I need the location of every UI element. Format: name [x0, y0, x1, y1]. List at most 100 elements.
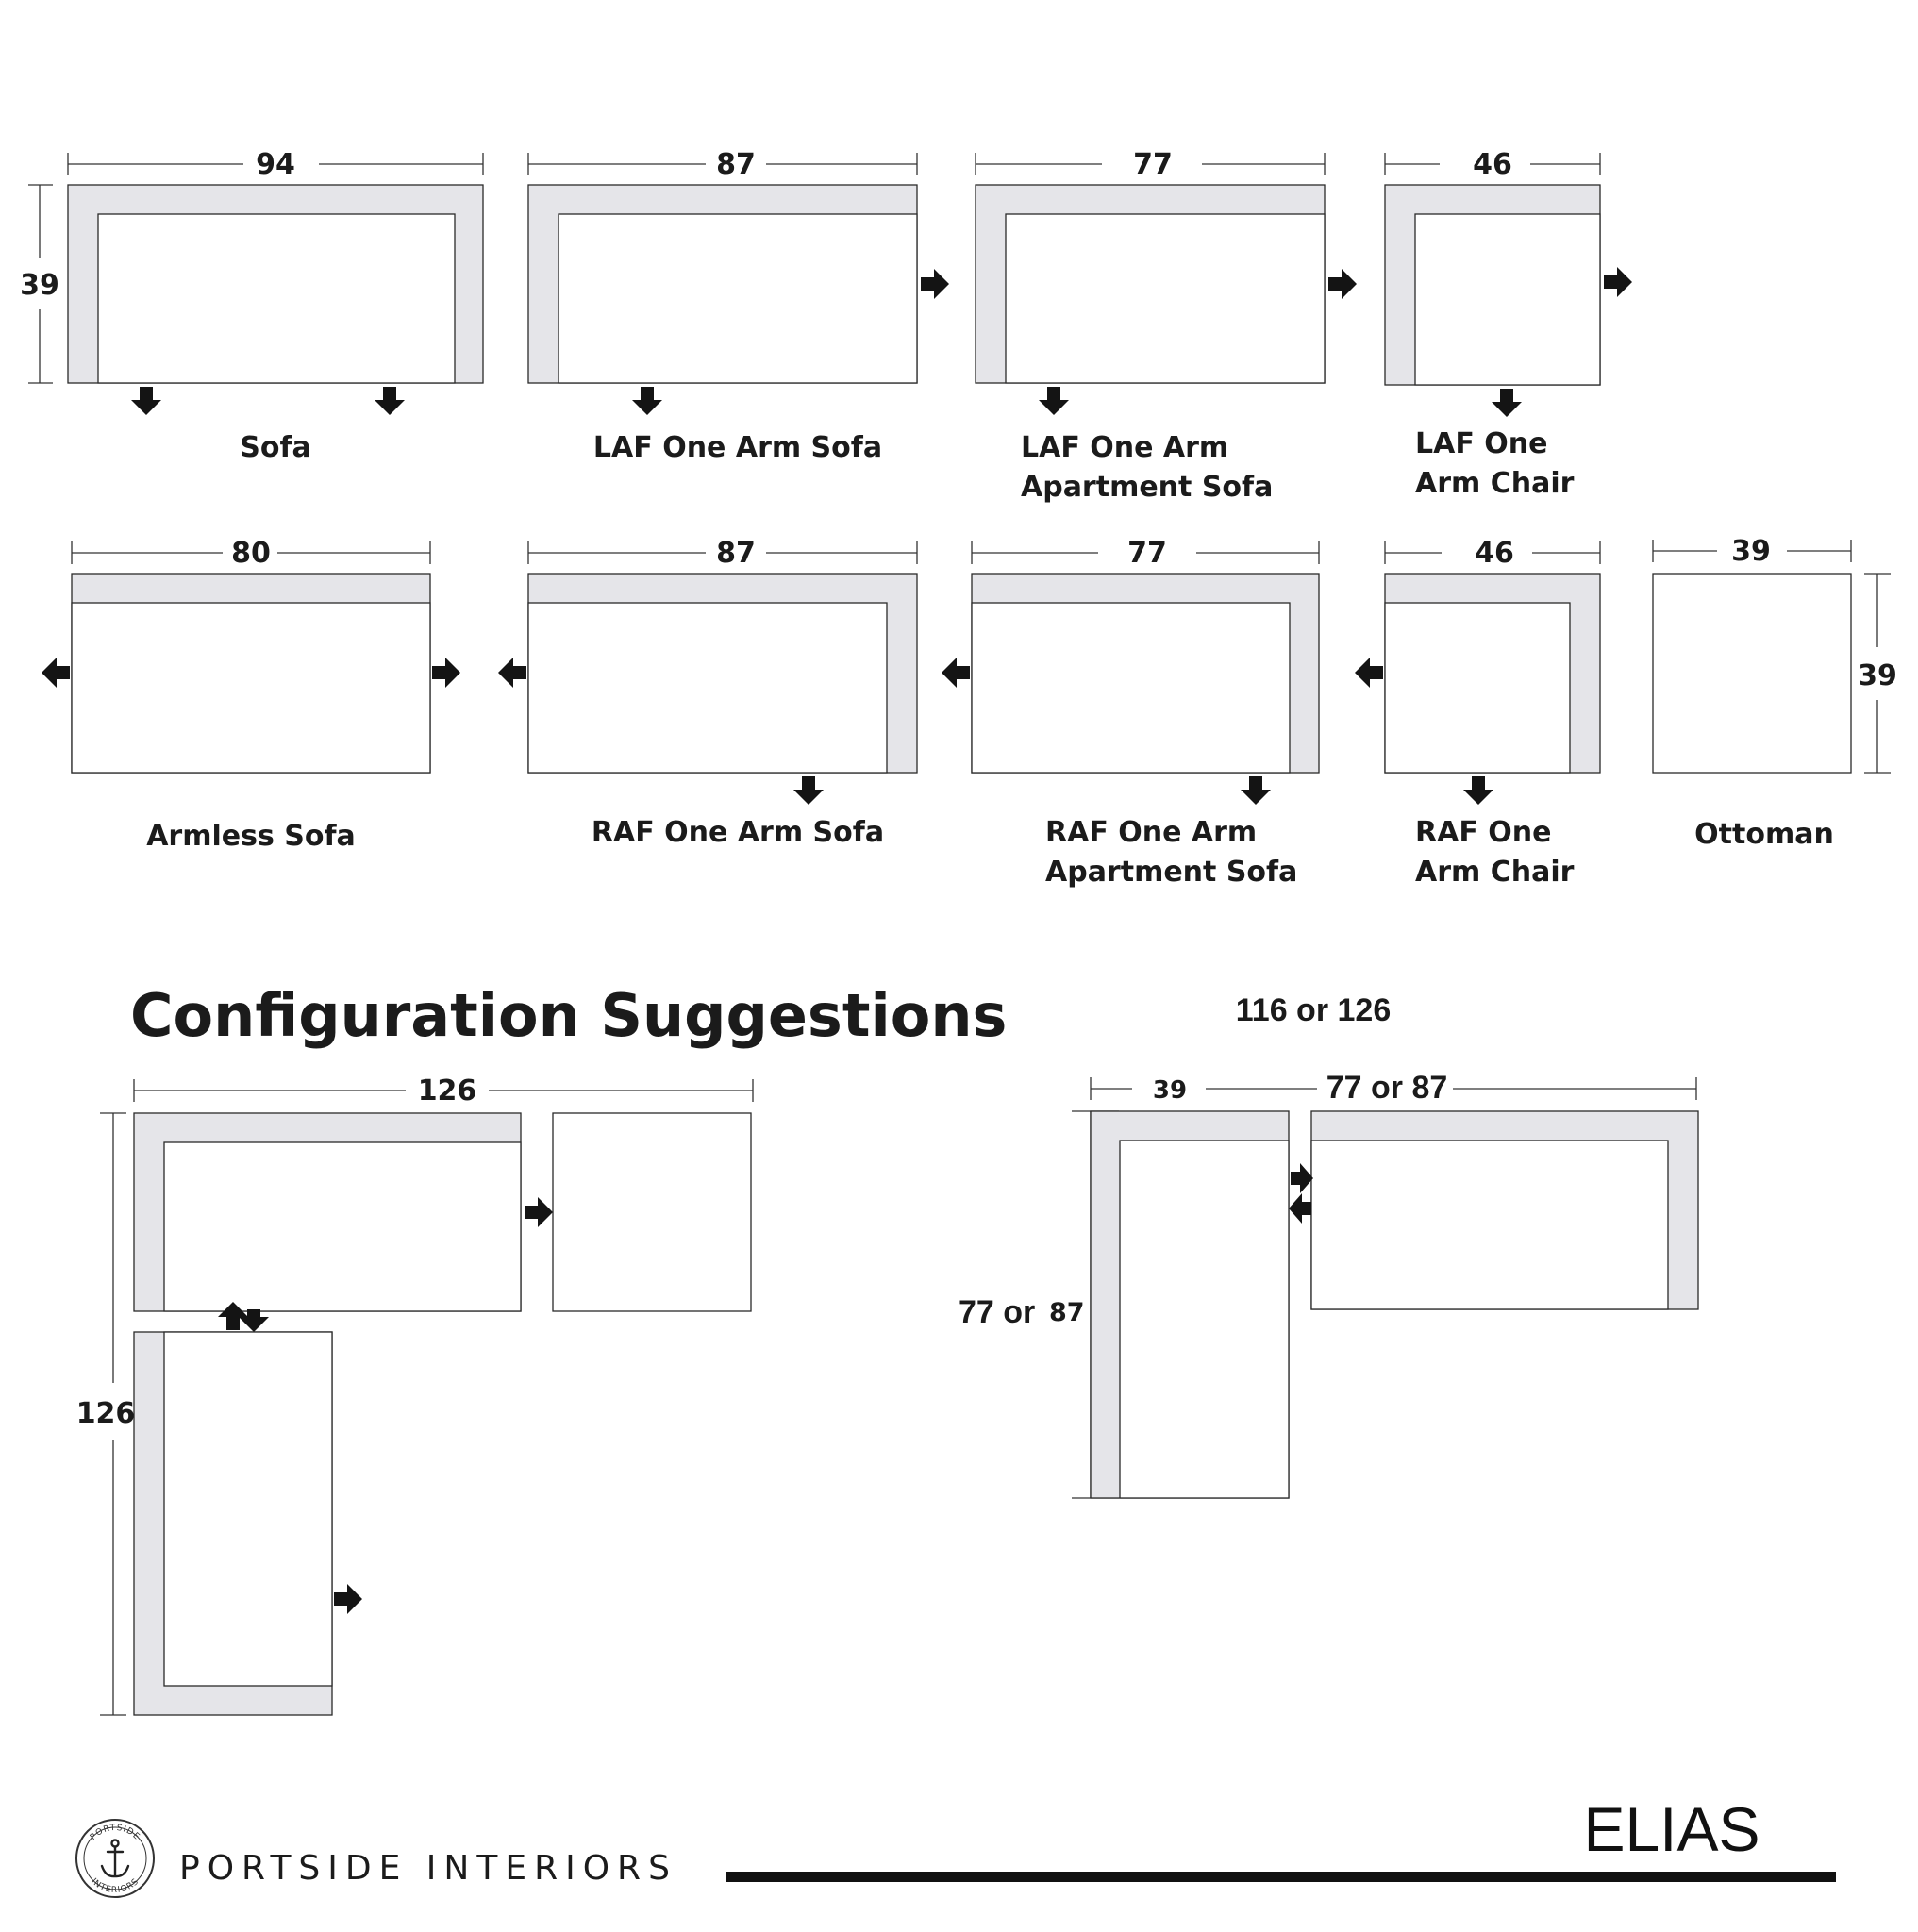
sofa-seat — [558, 213, 918, 384]
width-value: 46 — [1473, 148, 1512, 181]
piece-laf-one-arm-apartment-sofa: 77 LAF One Arm Apartment Sofa — [975, 148, 1357, 504]
brand-name: PORTSIDE INTERIORS — [179, 1849, 677, 1888]
piece-label: Arm Chair — [1415, 467, 1575, 500]
width-dimension: 80 — [71, 537, 431, 570]
sofa-seat — [1005, 213, 1326, 384]
depth-dimension: 126 — [76, 1112, 136, 1716]
chaise-width-value: 39 — [1153, 1076, 1187, 1105]
width-dimension: 94 — [67, 148, 484, 181]
ottoman-box — [1652, 573, 1852, 774]
width-value: 77 — [1127, 537, 1167, 570]
width-dimension: 46 — [1384, 148, 1601, 181]
footer-rule — [726, 1872, 1836, 1882]
width-value: 126 — [418, 1074, 477, 1108]
piece-label: Apartment Sofa — [1045, 856, 1297, 889]
left-arrow-icon — [942, 658, 970, 688]
width-value: 87 — [716, 537, 756, 570]
piece-sofa: 94 39 Sofa — [20, 148, 484, 464]
chaise-seat — [163, 1331, 333, 1687]
width-value: 94 — [256, 148, 295, 181]
brand-logo: PORTSIDE INTERIORS — [75, 1819, 155, 1898]
right-arrow-icon — [1604, 267, 1632, 297]
left-arrow-icon — [1289, 1193, 1311, 1224]
depth-dimension: 39 — [20, 184, 59, 384]
piece-label: Arm Chair — [1415, 856, 1575, 889]
down-arrow-icon — [131, 387, 161, 415]
down-arrow-icon — [239, 1309, 269, 1332]
piece-label: RAF One Arm — [1045, 816, 1257, 849]
piece-label: LAF One Arm Sofa — [593, 431, 882, 464]
down-arrow-icon — [793, 776, 824, 805]
depth-prefix: 77 or — [959, 1294, 1035, 1330]
down-arrow-icon — [1039, 387, 1069, 415]
piece-label: Armless Sofa — [146, 820, 356, 853]
piece-armless-sofa: 80 Armless Sofa — [42, 537, 460, 853]
width-value: 80 — [231, 537, 271, 570]
piece-label: LAF One Arm — [1021, 431, 1228, 464]
configuration-right: 116 or 126 39 77 or 87 77 or 87 — [959, 992, 1699, 1499]
right-arrow-icon — [921, 269, 949, 299]
laf-sofa-seat — [163, 1141, 522, 1312]
width-dimension: 77 — [975, 148, 1326, 181]
width-value: 46 — [1475, 537, 1514, 570]
width-value: 87 — [716, 148, 756, 181]
piece-label: RAF One — [1415, 816, 1551, 849]
sofa-seat — [97, 213, 456, 384]
piece-ottoman: 39 39 Ottoman — [1652, 535, 1897, 851]
chair-seat — [1384, 602, 1571, 774]
sofa-width-value: 77 or 87 — [1326, 1070, 1448, 1106]
depth-value: 126 — [76, 1397, 136, 1430]
right-arrow-icon — [525, 1197, 553, 1227]
right-arrow-icon — [1291, 1163, 1313, 1193]
right-arrow-icon — [432, 658, 460, 688]
down-arrow-icon — [1463, 776, 1493, 805]
down-arrow-icon — [375, 387, 405, 415]
piece-label: LAF One — [1415, 427, 1547, 460]
width-dimension: 87 — [527, 537, 918, 570]
piece-raf-one-arm-chair: 46 RAF One Arm Chair — [1355, 537, 1601, 889]
piece-label: RAF One Arm Sofa — [592, 816, 884, 849]
sofa-seat — [71, 602, 431, 774]
section-heading: Configuration Suggestions — [130, 981, 1007, 1050]
width-dimension: 126 — [133, 1074, 754, 1108]
raf-sofa-seat — [1310, 1140, 1669, 1310]
width-value: 39 — [1731, 535, 1771, 568]
depth-dimension: 39 — [1858, 573, 1897, 774]
sofa-seat — [527, 602, 888, 774]
anchor-icon — [100, 1839, 130, 1878]
chair-seat — [1414, 213, 1601, 386]
overall-width-label: 116 or 126 — [1236, 992, 1391, 1028]
depth-value: 39 — [1858, 659, 1897, 692]
left-arrow-icon — [498, 658, 526, 688]
piece-label: Sofa — [240, 431, 311, 464]
piece-raf-one-arm-apartment-sofa: 77 RAF One Arm Apartment Sofa — [942, 537, 1320, 889]
width-dimension: 77 — [971, 537, 1320, 570]
ottoman-block — [552, 1112, 752, 1312]
right-arrow-icon — [334, 1584, 362, 1614]
piece-raf-one-arm-sofa: 87 RAF One Arm Sofa — [498, 537, 918, 849]
piece-label: Ottoman — [1694, 818, 1834, 851]
left-arrow-icon — [42, 658, 70, 688]
down-arrow-icon — [632, 387, 662, 415]
sofa-width-dimension: 77 or 87 — [1326, 1070, 1697, 1106]
chaise-width-dimension: 39 — [1090, 1076, 1317, 1105]
piece-laf-one-arm-sofa: 87 LAF One Arm Sofa — [527, 148, 949, 464]
model-name: ELIAS — [1583, 1794, 1760, 1864]
depth-value: 87 — [1049, 1298, 1085, 1327]
depth-value: 39 — [20, 269, 59, 302]
down-arrow-icon — [1492, 389, 1522, 417]
width-dimension: 87 — [527, 148, 918, 181]
configuration-left: 126 126 — [76, 1074, 754, 1716]
sofa-seat — [971, 602, 1291, 774]
piece-laf-one-arm-chair: 46 LAF One Arm Chair — [1384, 148, 1632, 500]
width-dimension: 39 — [1652, 535, 1852, 568]
right-arrow-icon — [1328, 269, 1357, 299]
piece-label: Apartment Sofa — [1021, 471, 1273, 504]
width-value: 77 — [1133, 148, 1173, 181]
left-arrow-icon — [1355, 658, 1383, 688]
down-arrow-icon — [1241, 776, 1271, 805]
width-dimension: 46 — [1384, 537, 1601, 570]
chaise-seat — [1119, 1140, 1290, 1499]
up-arrow-icon — [218, 1302, 248, 1330]
